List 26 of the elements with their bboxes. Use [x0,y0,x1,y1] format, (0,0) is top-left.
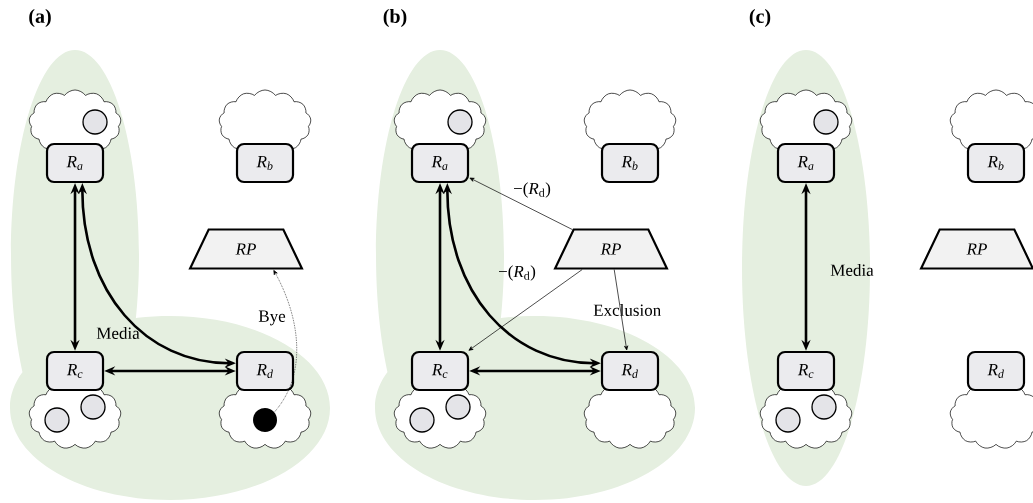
router-box: R$_{b}$ [966,142,1026,184]
router-box: R$_{c}$ [776,350,836,392]
arrow [469,177,573,230]
edge-label: Media [830,264,874,276]
router-box: R$_{b}$ [235,142,295,184]
panel-label: (c) [749,8,771,28]
router-box: R$_{d}$ [600,350,660,392]
router-box: R$_{d}$ [235,350,295,392]
arrow [468,269,583,351]
edge-label: Media [96,327,140,339]
arrow [273,270,297,413]
panel-label: (b) [383,8,407,28]
edge-label: Bye [258,310,286,326]
router-box: R$_{b}$ [600,142,660,184]
router-box: R$_{a}$ [776,142,836,184]
router-box: R$_{c}$ [410,350,470,392]
filled-dot [253,408,277,432]
router-box: R$_{c}$ [45,350,105,392]
edge-label: −(R$_{d}$) [514,182,551,198]
edge-label: Exclusion [593,304,661,316]
router-box: R$_{a}$ [410,142,470,184]
router-box: R$_{d}$ [966,350,1026,392]
router-box: R$_{a}$ [45,142,105,184]
panel-label: (a) [29,8,51,28]
arrow [613,269,629,351]
edge-label: −(R$_{d}$) [499,265,536,281]
